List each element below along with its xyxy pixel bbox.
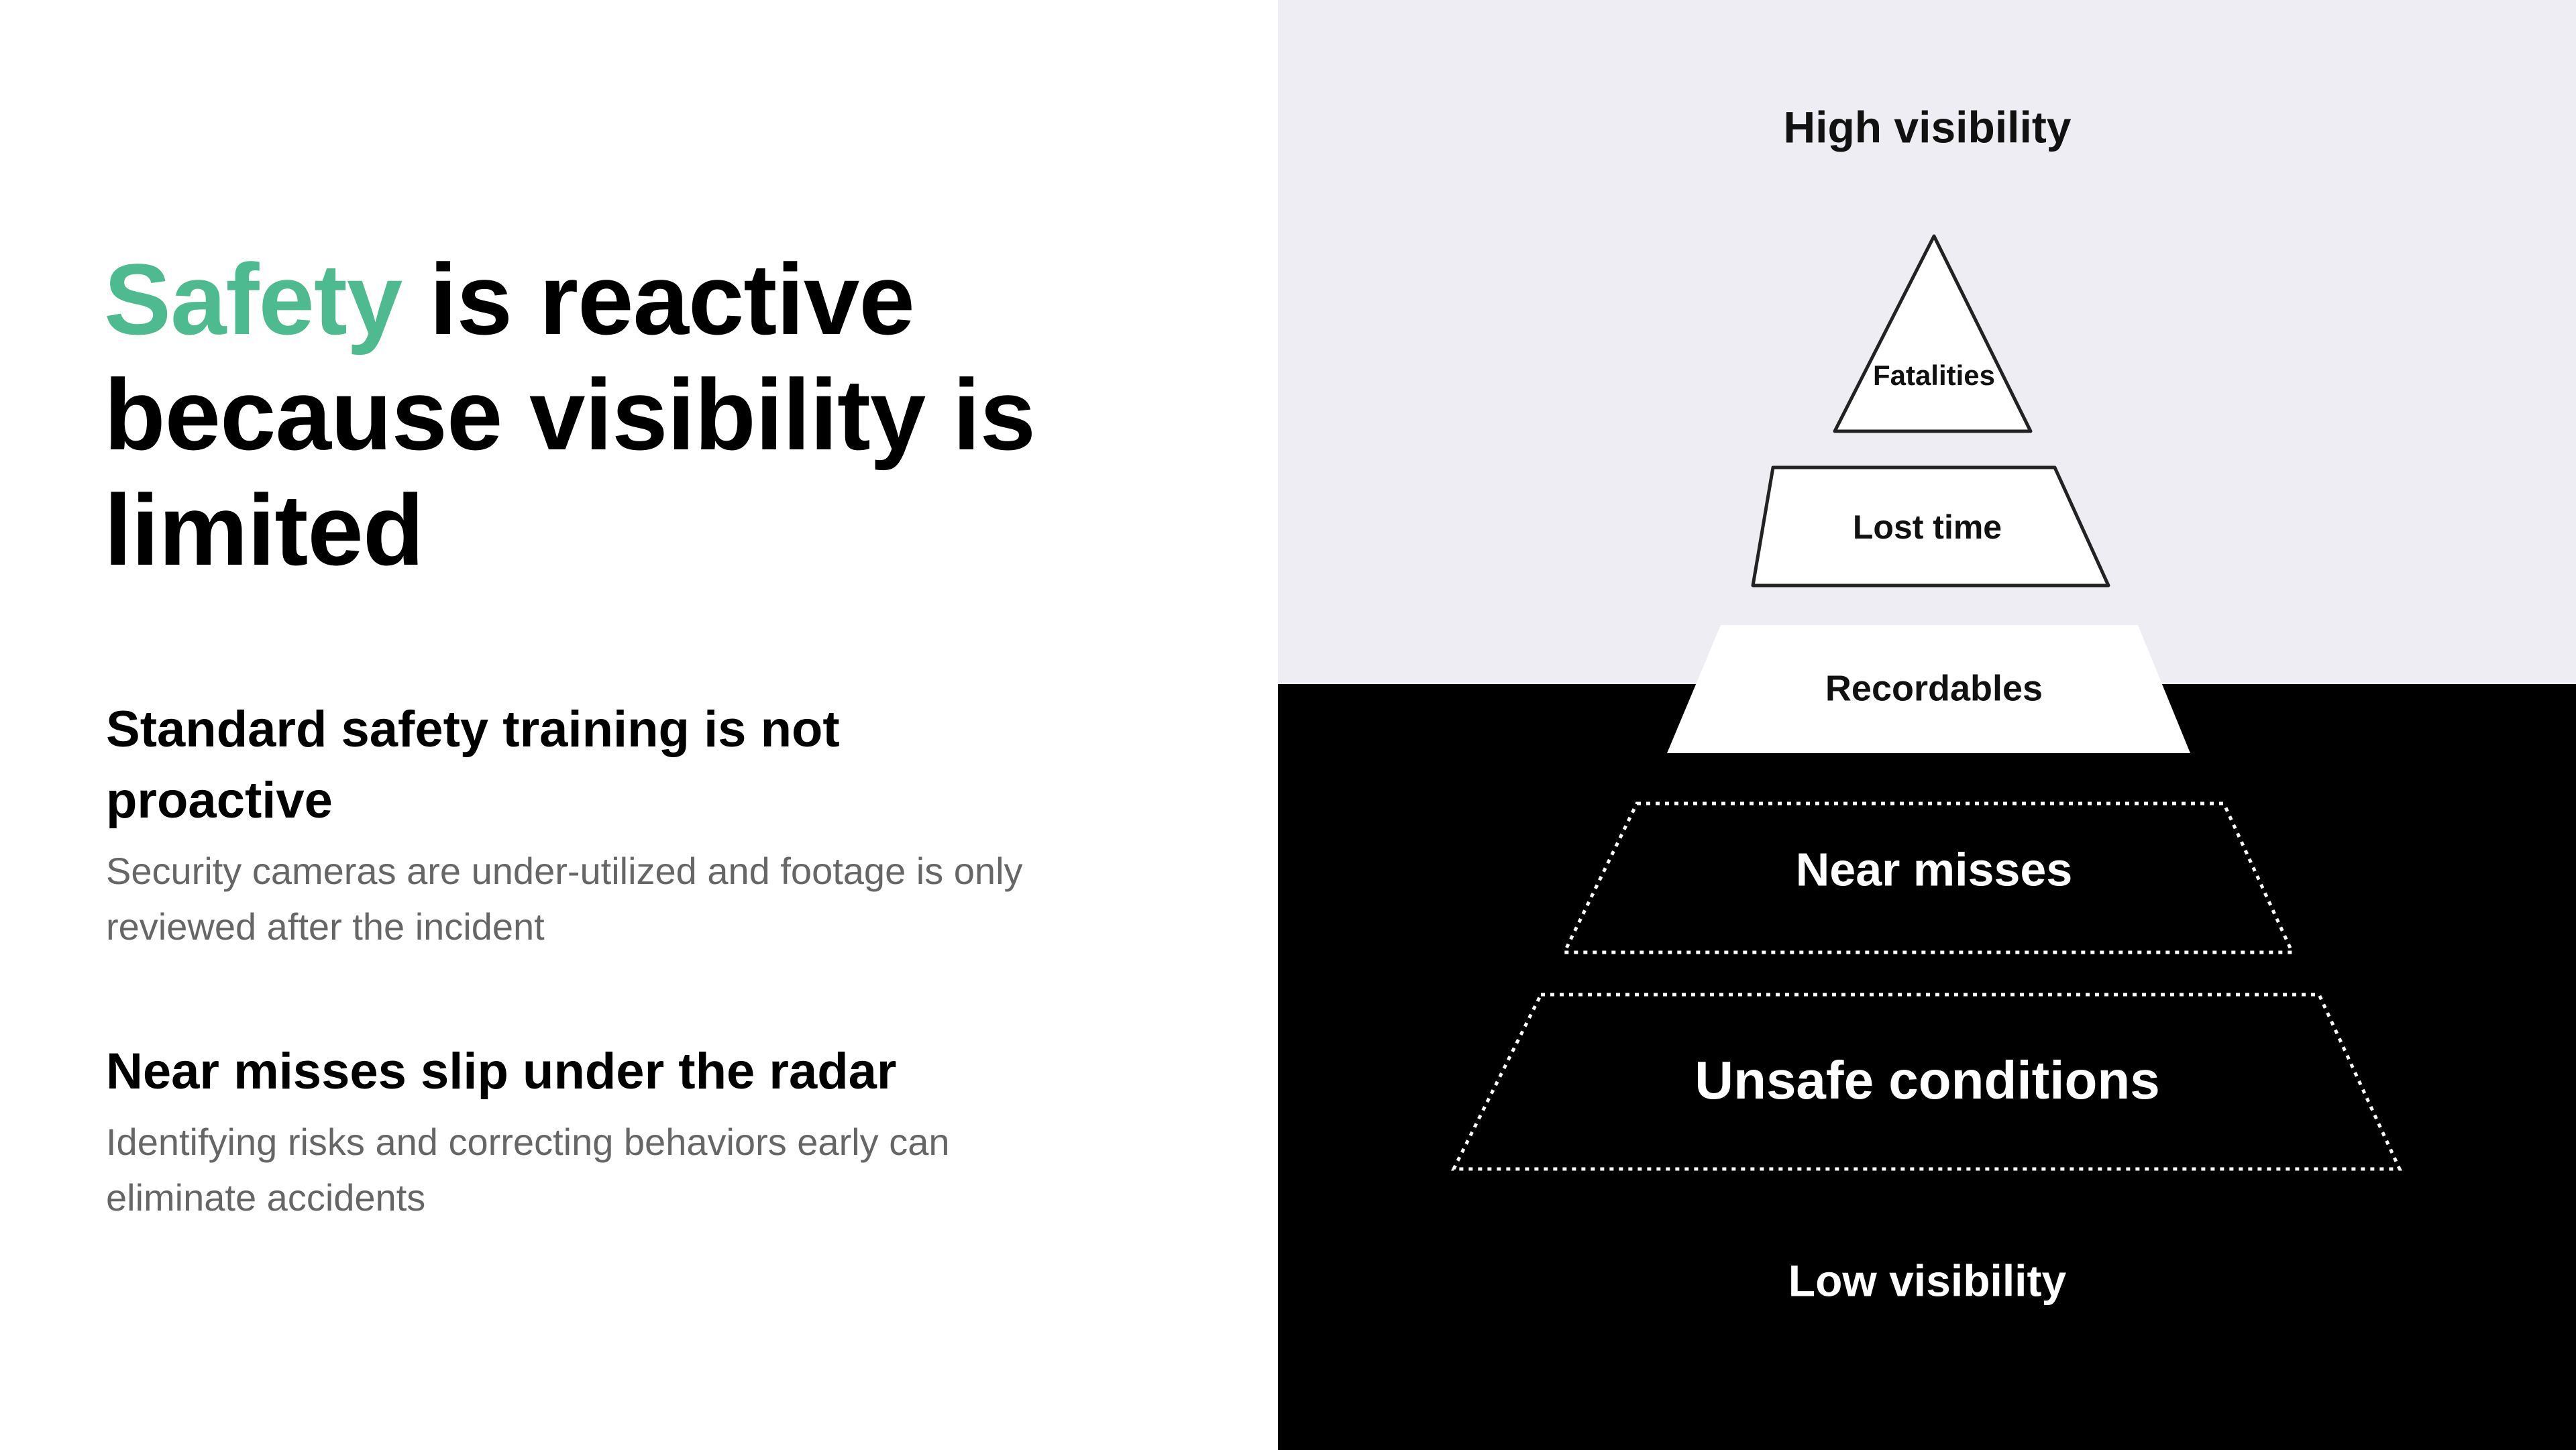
left-panel: Safety is reactive because visibility is… [0,0,1278,1450]
right-panel: High visibility Fatalities Lost time Rec… [1278,0,2576,1450]
point-standard-training: Standard safety training is not proactiv… [106,694,1112,954]
point-body: Identifying risks and correcting behavio… [106,1121,950,1219]
high-visibility-label: High visibility [1783,102,2071,152]
point-near-misses: Near misses slip under the radar Identif… [106,1036,1112,1225]
pyramid-label-lost-time: Lost time [1853,508,2002,546]
pyramid-level-unsafe-conditions [1450,993,2402,1171]
pyramid-label-fatalities: Fatalities [1873,359,1995,391]
point-title: Standard safety training is not proactiv… [106,701,840,829]
pyramid-label-near-misses: Near misses [1796,843,2073,895]
headline-rest: is reactive because visibility is limite… [104,243,1036,586]
pyramid-level-recordables [1667,625,2190,753]
headline: Safety is reactive because visibility is… [104,241,1244,588]
headline-accent: Safety [104,243,402,355]
point-title: Near misses slip under the radar [106,1043,897,1100]
low-visibility-zone [1278,684,2576,1450]
point-body: Security cameras are under-utilized and … [106,850,1023,948]
pyramid-level-lost-time [1751,465,2110,588]
pyramid-level-fatalities [1833,234,2033,433]
low-visibility-label: Low visibility [1788,1256,2067,1305]
pyramid-label-recordables: Recordables [1825,668,2043,708]
pyramid-level-near-misses [1562,801,2295,954]
pyramid-label-unsafe-conditions: Unsafe conditions [1695,1050,2159,1110]
visibility-pyramid: High visibility Fatalities Lost time Rec… [1450,102,2402,1305]
